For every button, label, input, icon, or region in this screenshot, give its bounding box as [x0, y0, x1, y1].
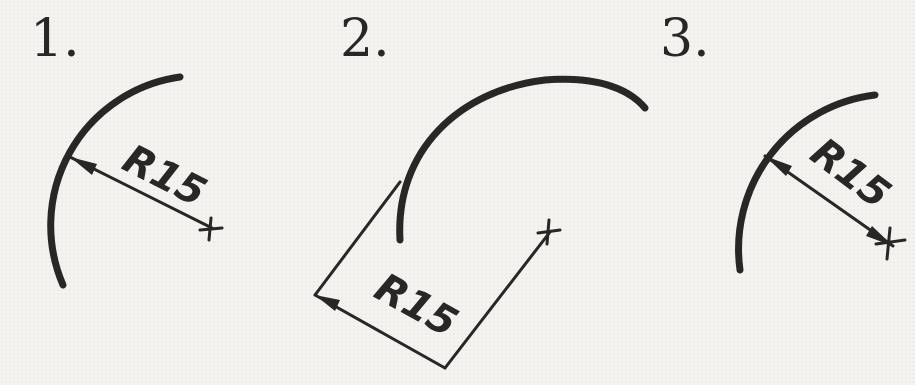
figure-1: 1. R15: [30, 9, 224, 289]
figure-3-radius-label: R15: [802, 129, 899, 218]
figure-1-arc: [47, 73, 184, 289]
figure-2-center-mark: [536, 218, 562, 246]
figure-1-center-mark: [198, 216, 224, 242]
figure-2-radius-label: R15: [367, 265, 465, 347]
figure-3-arrowhead-outer: [765, 156, 792, 176]
figure-3-arc: [735, 91, 879, 274]
figure-1-number: 1.: [30, 9, 80, 69]
figure-2-arrowhead: [315, 295, 340, 311]
figure-2-extension-line-right: [443, 230, 552, 370]
figure-3: 3. R15: [660, 9, 907, 274]
figure-2: 2. R15: [313, 9, 649, 370]
figure-2-extension-line-left: [313, 180, 402, 297]
figure-3-arrowhead-center: [866, 226, 893, 246]
figure-3-number: 3.: [660, 9, 710, 69]
figure-2-number: 2.: [340, 9, 390, 69]
figure-2-arc: [396, 75, 649, 244]
figure-3-center-mark: [874, 226, 907, 261]
figure-1-arrowhead: [70, 157, 97, 175]
